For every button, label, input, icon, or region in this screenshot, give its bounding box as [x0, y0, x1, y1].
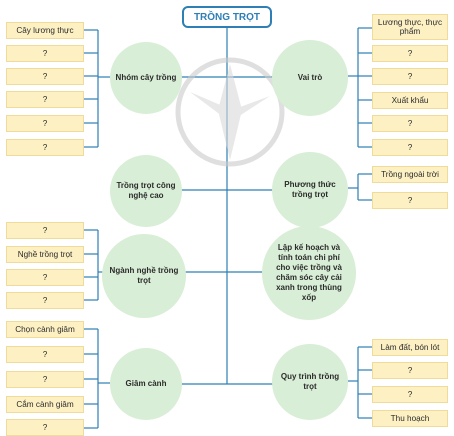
node-lap-ke-hoach: Lập kế hoạch và tính toán chi phí cho vi… [262, 226, 356, 320]
box-nganh-nghe-4: ? [6, 292, 84, 309]
node-nhom-cay-trong: Nhóm cây trồng [110, 42, 182, 114]
node-trong-trot-cong-nghe-cao: Trồng trọt công nghệ cao [110, 155, 182, 227]
box-vai-tro-4: Xuất khẩu [372, 92, 448, 109]
node-vai-tro: Vai trò [272, 40, 348, 116]
box-vai-tro-6: ? [372, 139, 448, 156]
node-phuong-thuc: Phương thức trồng trọt [272, 152, 348, 228]
box-quy-trinh-1: Làm đất, bón lót [372, 339, 448, 356]
box-quy-trinh-4: Thu hoạch [372, 410, 448, 427]
box-giam-canh-1: Chọn cành giâm [6, 321, 84, 338]
box-giam-canh-3: ? [6, 371, 84, 388]
box-giam-canh-5: ? [6, 419, 84, 436]
box-nhom-2: ? [6, 45, 84, 62]
box-giam-canh-4: Cắm cành giâm [6, 396, 84, 413]
box-nganh-nghe-3: ? [6, 269, 84, 286]
box-quy-trinh-2: ? [372, 362, 448, 379]
node-nganh-nghe: Ngành nghề trồng trọt [102, 234, 186, 318]
box-phuong-thuc-1: Trồng ngoài trời [372, 166, 448, 183]
node-giam-canh: Giâm cành [110, 348, 182, 420]
box-nganh-nghe-2: Nghề trồng trọt [6, 246, 84, 263]
box-nhom-6: ? [6, 139, 84, 156]
box-vai-tro-3: ? [372, 68, 448, 85]
box-nganh-nghe-1: ? [6, 222, 84, 239]
box-nhom-5: ? [6, 115, 84, 132]
box-nhom-3: ? [6, 68, 84, 85]
box-phuong-thuc-2: ? [372, 192, 448, 209]
diagram-title: TRỒNG TRỌT [182, 6, 272, 28]
box-vai-tro-1: Lương thực, thực phẩm [372, 14, 448, 40]
box-nhom-1: Cây lương thực [6, 22, 84, 39]
box-quy-trinh-3: ? [372, 386, 448, 403]
watermark-logo-icon [175, 57, 285, 167]
box-vai-tro-2: ? [372, 45, 448, 62]
box-giam-canh-2: ? [6, 346, 84, 363]
box-vai-tro-5: ? [372, 115, 448, 132]
node-quy-trinh: Quy trình trồng trọt [272, 344, 348, 420]
box-nhom-4: ? [6, 91, 84, 108]
